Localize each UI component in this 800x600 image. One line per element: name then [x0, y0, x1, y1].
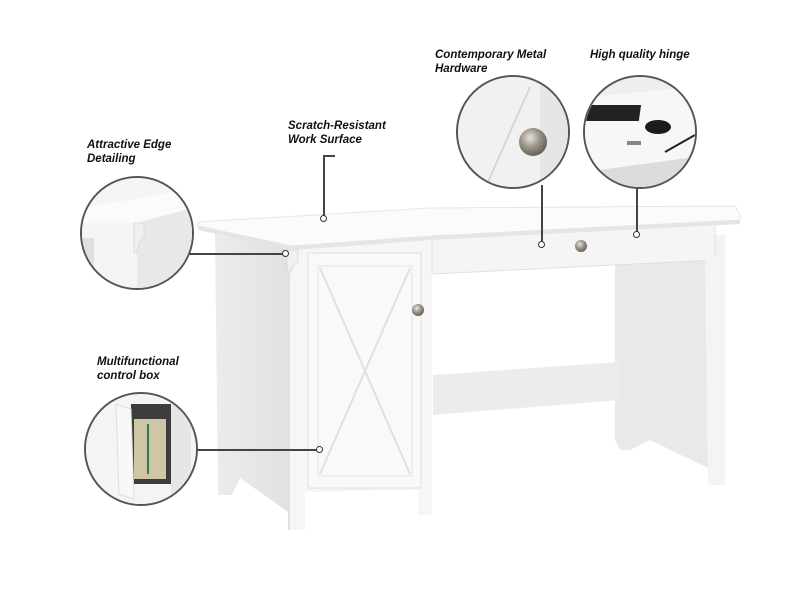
detail-circle-hinge [583, 75, 697, 189]
callout-dot-hardware [538, 241, 545, 248]
knob-icon [519, 128, 547, 156]
feature-label-surface: Scratch-Resistant Work Surface [288, 120, 386, 146]
callout-line-surface-h [323, 155, 335, 157]
callout-line-surface [323, 155, 325, 217]
detail-circle-hardware [456, 75, 570, 189]
callout-line-hardware [541, 185, 543, 243]
callout-dot-edge [282, 250, 289, 257]
feature-label-edge: Attractive Edge Detailing [87, 139, 172, 165]
detail-circle-edge [80, 176, 194, 290]
feature-label-hinge: High quality hinge [590, 49, 690, 61]
detail-circle-control-box [84, 392, 198, 506]
callout-dot-hinge [633, 231, 640, 238]
callout-line-hinge [636, 185, 638, 233]
callout-line-control-box [195, 449, 318, 451]
callout-dot-control-box [316, 446, 323, 453]
feature-label-hardware: Contemporary Metal Hardware [435, 49, 547, 75]
callout-line-edge [188, 253, 284, 255]
callout-dot-surface [320, 215, 327, 222]
feature-label-control-box: Multifunctional control box [97, 356, 179, 382]
